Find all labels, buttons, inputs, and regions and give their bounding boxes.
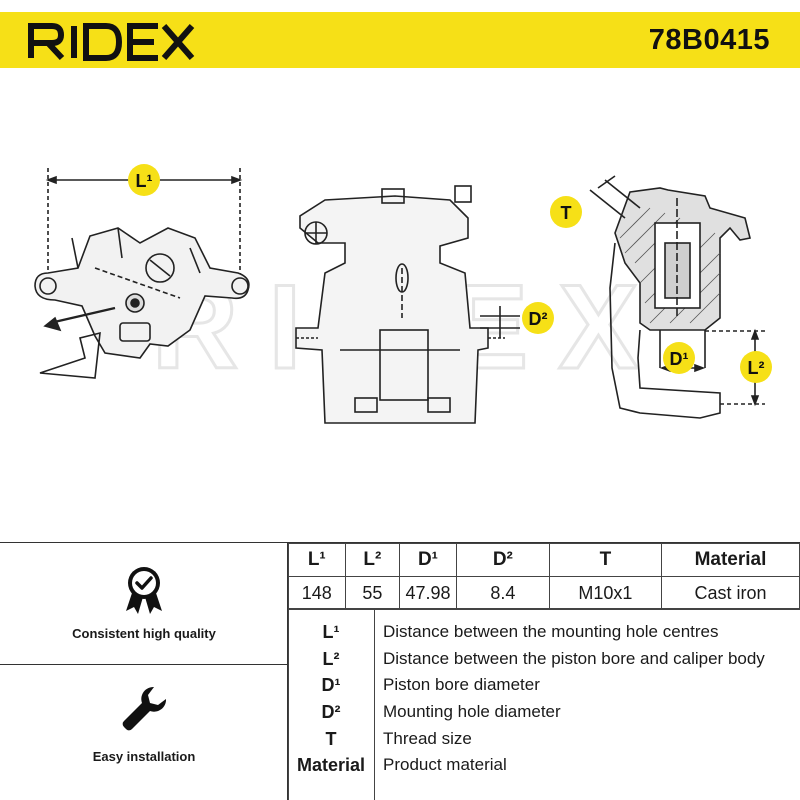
- legend-row: T Thread size: [289, 726, 800, 752]
- spec-value-t: M10x1: [548, 576, 662, 610]
- legend: L¹ Distance between the mounting hole ce…: [288, 608, 800, 800]
- feature-quality: Consistent high quality: [0, 543, 288, 673]
- callout-l1: L¹: [128, 164, 160, 196]
- spec-value-d2: 8.4: [455, 576, 550, 610]
- legend-desc: Thread size: [383, 729, 472, 748]
- feature-row-divider: [0, 664, 288, 665]
- spec-header-t: T: [548, 543, 662, 577]
- spec-header-d2: D²: [455, 543, 550, 577]
- spec-table-header-row: L¹ L² D¹ D² T Material: [288, 543, 800, 577]
- spec-table-value-row: 148 55 47.98 8.4 M10x1 Cast iron: [288, 576, 800, 610]
- spec-value-l2: 55: [344, 576, 401, 610]
- callout-l2: L²: [740, 351, 772, 383]
- ridex-logo: [28, 23, 195, 61]
- legend-separator: [374, 609, 375, 800]
- section-divider: [0, 542, 800, 543]
- spec-value-d1: 47.98: [399, 576, 457, 610]
- callout-d1: D¹: [663, 342, 695, 374]
- callout-t-label: T: [561, 203, 572, 223]
- legend-row: D¹ Piston bore diameter: [289, 672, 800, 698]
- feature-quality-label: Consistent high quality: [72, 626, 216, 641]
- callout-l2-label: L²: [748, 358, 765, 378]
- legend-key: L¹: [322, 622, 340, 642]
- legend-key: L²: [322, 649, 340, 669]
- spec-header-l2: L²: [344, 543, 401, 577]
- quality-badge-icon: [126, 567, 162, 614]
- legend-key: Material: [296, 755, 366, 775]
- spec-value-l1: 148: [288, 576, 346, 610]
- wrench-icon: [122, 686, 167, 731]
- header: 78B0415: [0, 0, 800, 68]
- spec-value-material: Cast iron: [660, 576, 800, 610]
- caliper-side-view: [34, 168, 250, 379]
- legend-desc: Piston bore diameter: [383, 675, 540, 694]
- legend-row: L¹ Distance between the mounting hole ce…: [289, 619, 800, 645]
- caliper-front-view: [295, 185, 520, 424]
- legend-key: D²: [321, 702, 341, 722]
- feature-installation: Easy installation: [0, 665, 288, 795]
- legend-desc: Product material: [383, 755, 507, 774]
- legend-key: T: [325, 729, 337, 749]
- legend-desc: Distance between the piston bore and cal…: [383, 649, 765, 668]
- legend-key: D¹: [321, 675, 341, 695]
- callout-d2-label: D²: [529, 309, 548, 329]
- legend-row: L² Distance between the piston bore and …: [289, 646, 800, 672]
- legend-desc: Mounting hole diameter: [383, 702, 561, 721]
- spec-table: L¹ L² D¹ D² T Material 148 55 47.98 8.4 …: [288, 543, 800, 610]
- callout-d2: D²: [522, 302, 554, 334]
- callout-t: T: [550, 196, 582, 228]
- feature-installation-label: Easy installation: [92, 749, 196, 764]
- legend-row: Material Product material: [289, 752, 800, 778]
- technical-drawing: RIDEX L¹: [34, 164, 772, 424]
- callout-l1-label: L¹: [136, 171, 153, 191]
- spec-header-material: Material: [660, 543, 800, 577]
- legend-row: D² Mounting hole diameter: [289, 699, 800, 725]
- callout-d1-label: D¹: [670, 349, 689, 369]
- part-number: 78B0415: [648, 24, 770, 56]
- feature-column-divider: [287, 542, 288, 800]
- legend-desc: Distance between the mounting hole centr…: [383, 622, 719, 641]
- spec-header-l1: L¹: [288, 543, 346, 577]
- caliper-section-view: [589, 175, 765, 419]
- spec-header-d1: D¹: [399, 543, 457, 577]
